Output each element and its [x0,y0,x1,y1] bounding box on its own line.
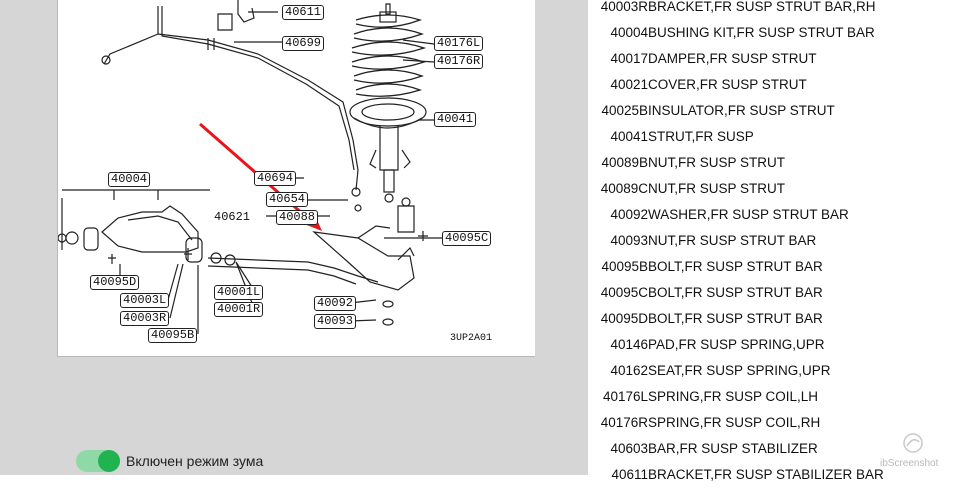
part-number[interactable]: 40095B [601,259,648,274]
callout-40001R[interactable]: 40001R [214,302,264,317]
zoom-label: Включен режим зума [126,453,264,469]
callout-40092[interactable]: 40092 [314,296,357,311]
part-number[interactable]: 40003R [600,0,648,14]
callout-40699[interactable]: 40699 [282,36,325,51]
parts-list-row[interactable]: 40146PAD,FR SUSP SPRING,UPR [592,332,952,358]
diagram-pane: 40611 40699 40176L 40176R 40041 40004 40… [0,0,588,475]
part-description: BOLT,FR SUSP STRUT BAR [648,285,823,300]
callout-40095B[interactable]: 40095B [148,328,198,343]
part-number[interactable]: 40089C [600,181,648,196]
part-description: BRACKET,FR SUSP STABILIZER BAR [648,467,884,482]
parts-list-row[interactable]: 40004BUSHING KIT,FR SUSP STRUT BAR [592,20,952,46]
callout-40004[interactable]: 40004 [108,172,151,187]
part-description: BRACKET,FR SUSP STRUT BAR,RH [648,0,876,14]
part-description: BOLT,FR SUSP STRUT BAR [648,311,823,326]
parts-list-row[interactable]: 40095BBOLT,FR SUSP STRUT BAR [592,254,952,280]
callout-40095D[interactable]: 40095D [90,275,140,290]
part-description: WASHER,FR SUSP STRUT BAR [648,207,849,222]
parts-list-row[interactable]: 40092WASHER,FR SUSP STRUT BAR [592,202,952,228]
watermark: ibScreenshot [880,458,939,469]
zoom-toggle[interactable] [76,450,120,472]
part-description: NUT,FR SUSP STRUT [648,155,786,170]
parts-list-row[interactable]: 40095CBOLT,FR SUSP STRUT BAR [592,280,952,306]
part-number[interactable]: 40095D [600,311,648,326]
part-number[interactable]: 40611 [611,467,648,482]
parts-list-row[interactable]: 40176LSPRING,FR SUSP COIL,LH [592,384,952,410]
part-number[interactable]: 40162 [610,363,648,378]
parts-list-row[interactable]: 40041STRUT,FR SUSP [592,124,952,150]
parts-list-row[interactable]: 40093NUT,FR SUSP STRUT BAR [592,228,952,254]
parts-list-row[interactable]: 40025BINSULATOR,FR SUSP STRUT [592,98,952,124]
parts-list-row[interactable]: 40176RSPRING,FR SUSP COIL,RH [592,410,952,436]
parts-list-row[interactable]: 40089CNUT,FR SUSP STRUT [592,176,952,202]
callout-40088[interactable]: 40088 [276,210,319,225]
parts-list-row[interactable]: 40089BNUT,FR SUSP STRUT [592,150,952,176]
figure-code: 3UP2A01 [450,333,493,344]
part-description: SEAT,FR SUSP SPRING,UPR [648,363,831,378]
part-number[interactable]: 40041 [610,129,648,144]
callout-40003R[interactable]: 40003R [120,311,170,326]
part-description: BAR,FR SUSP STABILIZER [648,441,818,456]
part-number[interactable]: 40017 [610,51,648,66]
callout-40001L[interactable]: 40001L [214,285,264,300]
part-number[interactable]: 40021 [610,77,648,92]
callout-40176L[interactable]: 40176L [434,36,484,51]
callout-40176R[interactable]: 40176R [434,54,484,69]
part-description: SPRING,FR SUSP COIL,LH [648,389,819,404]
part-description: SPRING,FR SUSP COIL,RH [648,415,821,430]
part-number[interactable]: 40176L [602,389,648,404]
parts-list-row[interactable]: 40603BAR,FR SUSP STABILIZER [592,436,952,462]
part-description: PAD,FR SUSP SPRING,UPR [648,337,825,352]
callout-40093[interactable]: 40093 [314,314,357,329]
part-number[interactable]: 40095C [600,285,648,300]
zoom-toggle-knob[interactable] [98,450,120,472]
parts-list-row[interactable]: 40017DAMPER,FR SUSP STRUT [592,46,952,72]
part-description: NUT,FR SUSP STRUT BAR [648,233,817,248]
parts-list-row[interactable]: 40162SEAT,FR SUSP SPRING,UPR [592,358,952,384]
part-description: INSULATOR,FR SUSP STRUT [648,103,835,118]
part-number[interactable]: 40092 [610,207,648,222]
part-number[interactable]: 40004 [610,25,648,40]
part-number[interactable]: 40025B [601,103,648,118]
part-number[interactable]: 40176R [600,415,648,430]
callout-40095C[interactable]: 40095C [442,231,492,246]
part-number[interactable]: 40093 [610,233,648,248]
callout-40041[interactable]: 40041 [434,112,477,127]
part-description: BUSHING KIT,FR SUSP STRUT BAR [648,25,875,40]
part-number[interactable]: 40146 [610,337,648,352]
part-number[interactable]: 40089B [601,155,648,170]
callout-40654[interactable]: 40654 [266,192,309,207]
callout-40611[interactable]: 40611 [282,5,325,20]
parts-diagram[interactable]: 40611 40699 40176L 40176R 40041 40004 40… [57,0,535,357]
parts-list-row[interactable]: 40021COVER,FR SUSP STRUT [592,72,952,98]
part-description: BOLT,FR SUSP STRUT BAR [648,259,823,274]
part-description: DAMPER,FR SUSP STRUT [648,51,817,66]
callout-40621[interactable]: 40621 [214,210,251,224]
parts-list-row[interactable]: 40003RBRACKET,FR SUSP STRUT BAR,RH [592,0,952,20]
callout-40694[interactable]: 40694 [254,171,297,186]
callout-40003L[interactable]: 40003L [120,293,170,308]
part-number[interactable]: 40603 [610,441,648,456]
parts-list-row[interactable]: 40095DBOLT,FR SUSP STRUT BAR [592,306,952,332]
watermark-logo-icon [903,433,923,453]
part-description: COVER,FR SUSP STRUT [648,77,807,92]
part-description: NUT,FR SUSP STRUT [648,181,786,196]
part-description: STRUT,FR SUSP [648,129,754,144]
